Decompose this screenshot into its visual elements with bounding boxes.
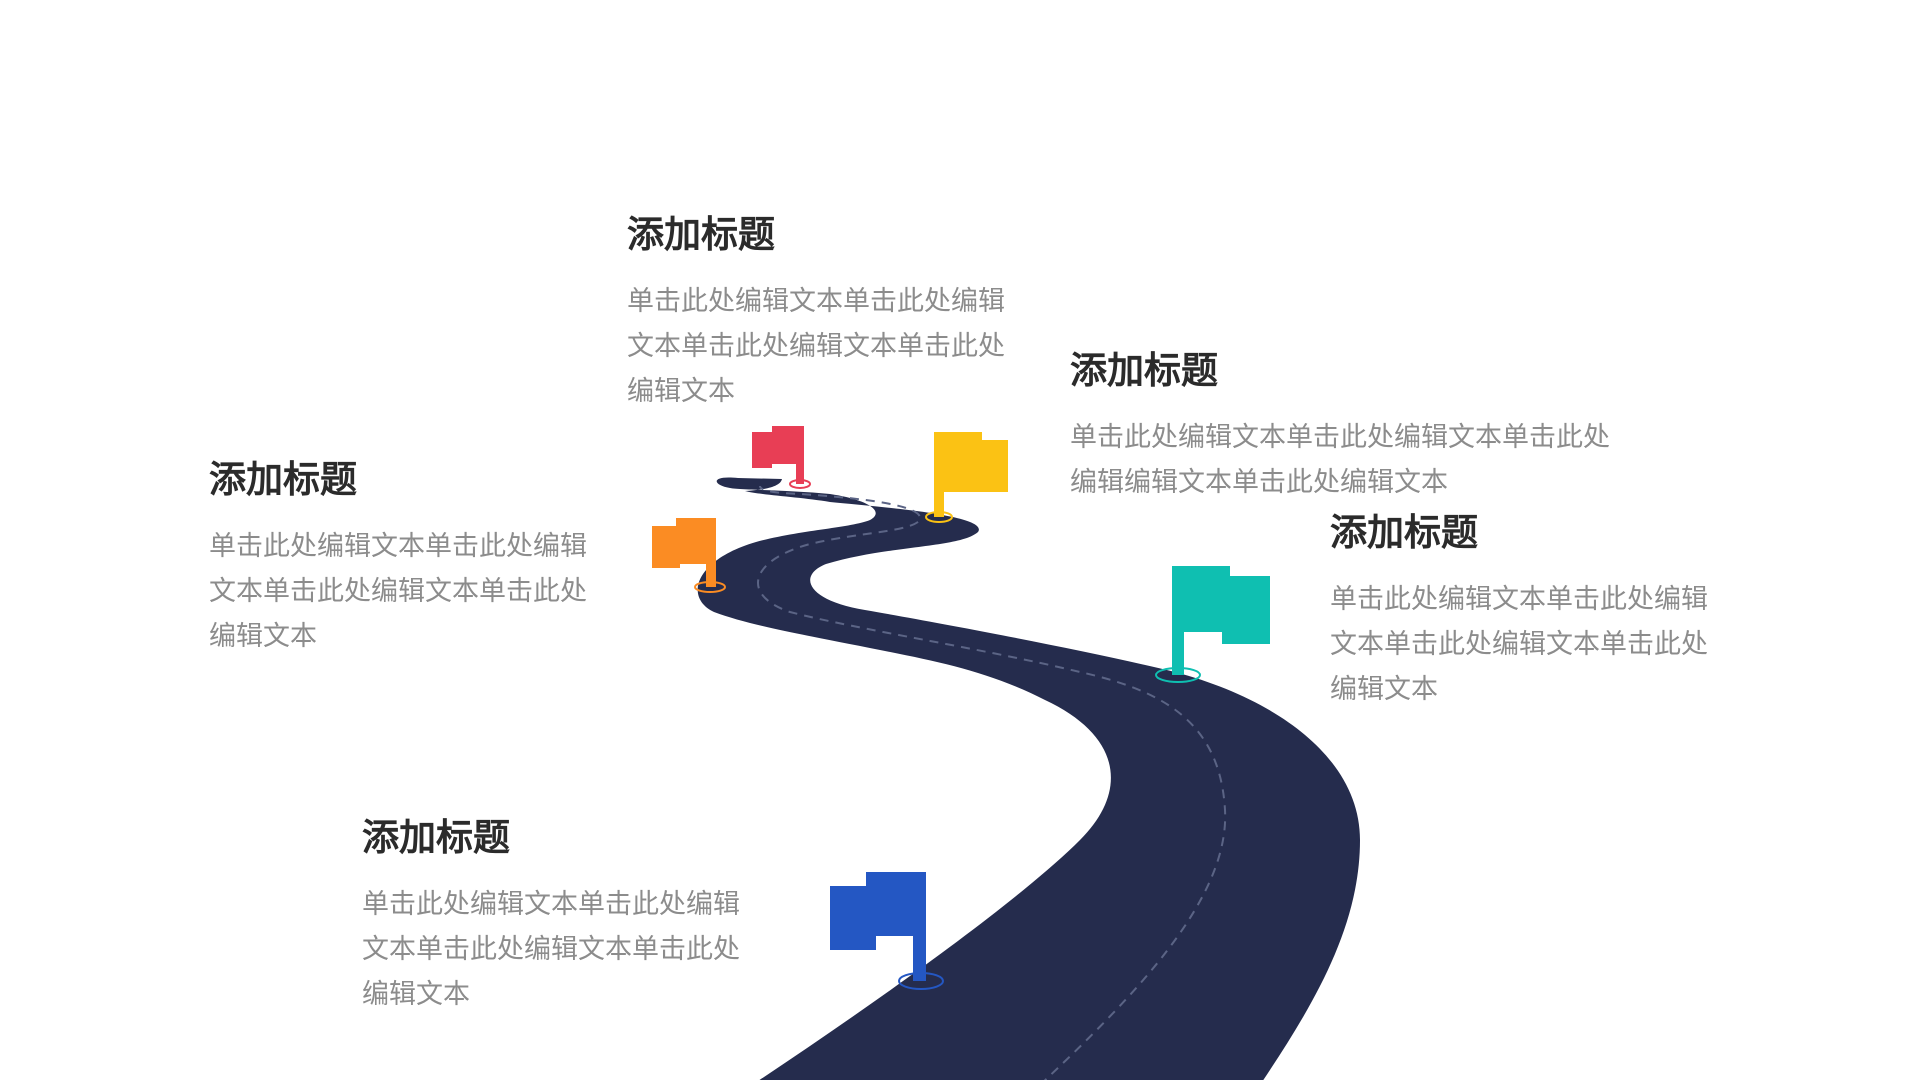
milestone-body[interactable]: 单击此处编辑文本单击此处编辑文本单击此处编辑文本单击此处编辑文本 (209, 531, 587, 653)
flag-orange (652, 518, 726, 593)
milestone-4: 添加标题 单击此处编辑文本单击此处编辑文本单击此处编辑文本单击此处编辑文本 (1330, 511, 1730, 712)
milestone-1: 添加标题 单击此处编辑文本单击此处编辑文本单击此处编辑文本单击此处编辑文本 (627, 213, 1027, 414)
milestone-title[interactable]: 添加标题 (1330, 511, 1478, 554)
milestone-title[interactable]: 添加标题 (209, 458, 357, 501)
milestone-body[interactable]: 单击此处编辑文本单击此处编辑文本单击此处编辑文本单击此处编辑文本 (362, 889, 740, 1011)
flag-cloth (934, 432, 1008, 492)
lane-line (757, 485, 1227, 1080)
flag-cloth (752, 426, 804, 468)
milestone-title[interactable]: 添加标题 (627, 213, 775, 256)
milestone-3: 添加标题 单击此处编辑文本单击此处编辑文本单击此处编辑文本单击此处编辑文本 (209, 458, 609, 659)
flag-red (752, 426, 811, 489)
milestone-body[interactable]: 单击此处编辑文本单击此处编辑文本单击此处编辑编辑文本单击此处编辑文本 (1070, 422, 1610, 499)
flag-cloth (1172, 566, 1270, 644)
milestone-2: 添加标题 单击此处编辑文本单击此处编辑文本单击此处编辑编辑文本单击此处编辑文本 (1070, 349, 1630, 505)
flag-blue (830, 872, 944, 990)
milestone-title[interactable]: 添加标题 (362, 816, 510, 859)
milestone-title[interactable]: 添加标题 (1070, 349, 1218, 392)
flag-cloth (830, 872, 926, 950)
milestone-body[interactable]: 单击此处编辑文本单击此处编辑文本单击此处编辑文本单击此处编辑文本 (627, 286, 1005, 408)
flag-yellow (925, 432, 1008, 523)
flag-cloth (652, 518, 716, 568)
milestone-5: 添加标题 单击此处编辑文本单击此处编辑文本单击此处编辑文本单击此处编辑文本 (362, 816, 762, 1017)
flag-teal (1155, 566, 1270, 683)
milestone-body[interactable]: 单击此处编辑文本单击此处编辑文本单击此处编辑文本单击此处编辑文本 (1330, 584, 1708, 706)
road (697, 477, 1360, 1080)
